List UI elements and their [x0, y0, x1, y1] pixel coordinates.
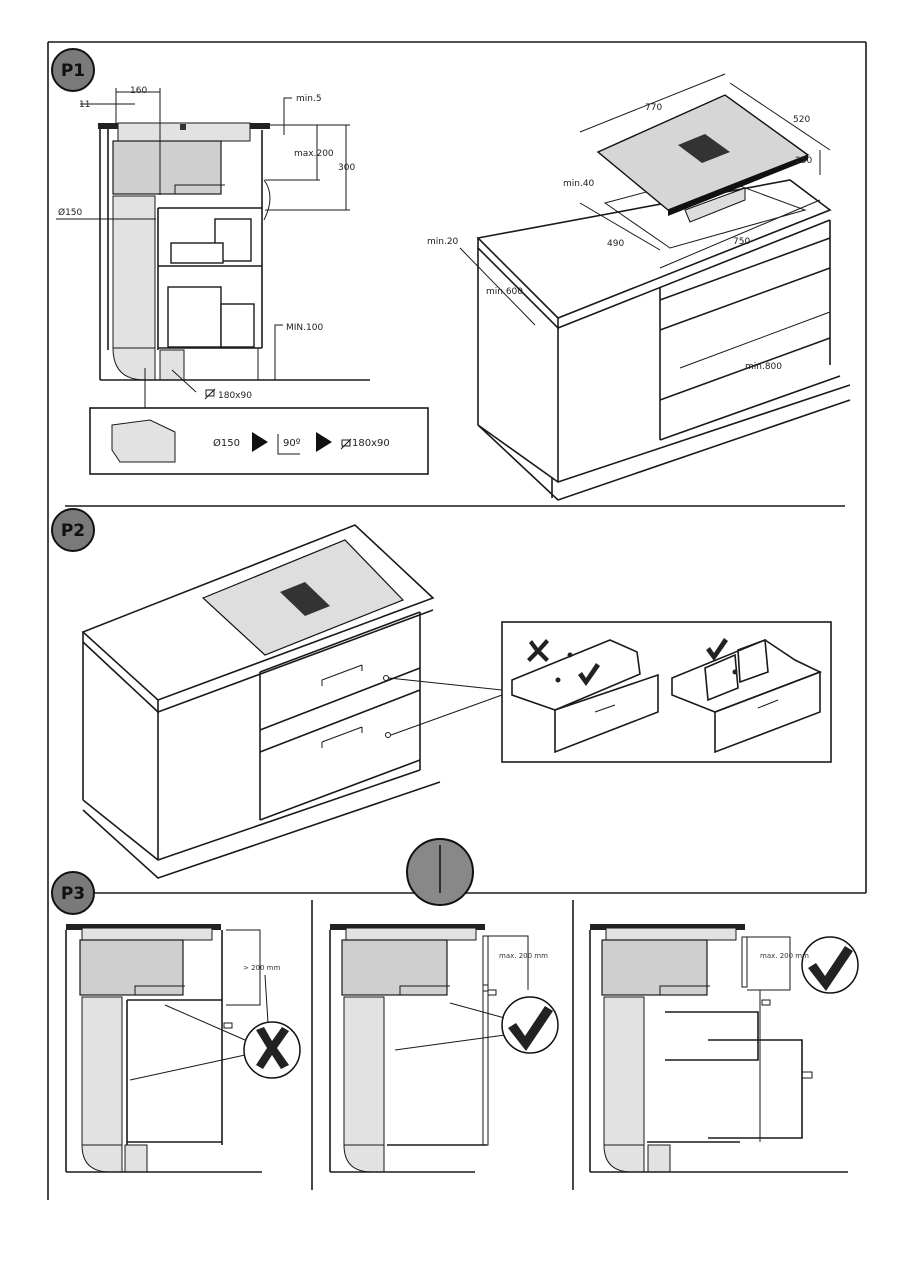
p3-dim-max-200: max. 200 mm — [760, 952, 809, 960]
badge-label: P2 — [61, 521, 85, 541]
dim-770: 770 — [645, 103, 662, 113]
p3-dim-greater-200: > 200 mm — [243, 964, 280, 972]
p2-iso-view — [81, 524, 503, 879]
dim-300: 300 — [338, 163, 355, 173]
adapter-duct-label: Ø150 — [213, 437, 240, 449]
p3-panel-correct-1: max. 200 mm — [329, 924, 559, 1173]
cross-icon — [256, 1027, 289, 1069]
checkmark-icon — [578, 663, 600, 686]
p3-panel-wrong: > 200 mm — [65, 924, 301, 1173]
dim-160: 160 — [130, 86, 147, 96]
adapter-angle-label: 90º — [283, 438, 301, 449]
dim-11: 11 — [79, 100, 90, 110]
p3-dim-max-200: max. 200 mm — [499, 952, 548, 960]
duct-adapter-legend: Ø150 90º 180x90 — [89, 407, 429, 475]
checkmark-icon — [808, 946, 853, 991]
dim-min5: min.5 — [296, 94, 322, 104]
dim-max200: max.200 — [294, 149, 334, 159]
badge-label: P1 — [61, 61, 85, 81]
checkmark-icon — [706, 638, 728, 661]
dim-250: 250 — [795, 156, 812, 166]
badge-label: P3 — [61, 884, 85, 904]
checkmark-icon — [508, 1006, 553, 1051]
section-badge-p2: P2 — [51, 508, 95, 552]
p3-clock-icon — [406, 838, 474, 906]
section-badge-p1: P1 — [51, 48, 95, 92]
dim-min20: min.20 — [427, 237, 459, 247]
cross-icon — [527, 639, 549, 662]
section-badge-p3: P3 — [51, 871, 95, 915]
dim-750: 750 — [733, 237, 750, 247]
arrow-right-icon — [252, 432, 268, 452]
arrow-right-icon — [316, 432, 332, 452]
dim-outlet: 180x90 — [218, 391, 252, 401]
p1-side-view: 160 11 min.5 max.200 300 Ø150 MIN.100 18… — [56, 86, 370, 408]
dim-min800: min.800 — [745, 362, 782, 372]
dim-min40: min.40 — [563, 179, 595, 189]
adapter-outlet-label: 180x90 — [352, 438, 390, 449]
dim-min600: min.600 — [486, 287, 523, 297]
p2-drawer-detail — [501, 621, 832, 763]
p1-iso-view: 770 520 250 min.40 490 750 min.20 min.60… — [427, 73, 851, 501]
dim-490: 490 — [607, 239, 624, 249]
dim-duct-diameter: Ø150 — [58, 207, 83, 218]
page-frame — [47, 41, 867, 1200]
p3-panel-correct-2: max. 200 mm — [589, 924, 859, 1173]
dim-520: 520 — [793, 115, 810, 125]
dim-min100: MIN.100 — [286, 323, 323, 333]
